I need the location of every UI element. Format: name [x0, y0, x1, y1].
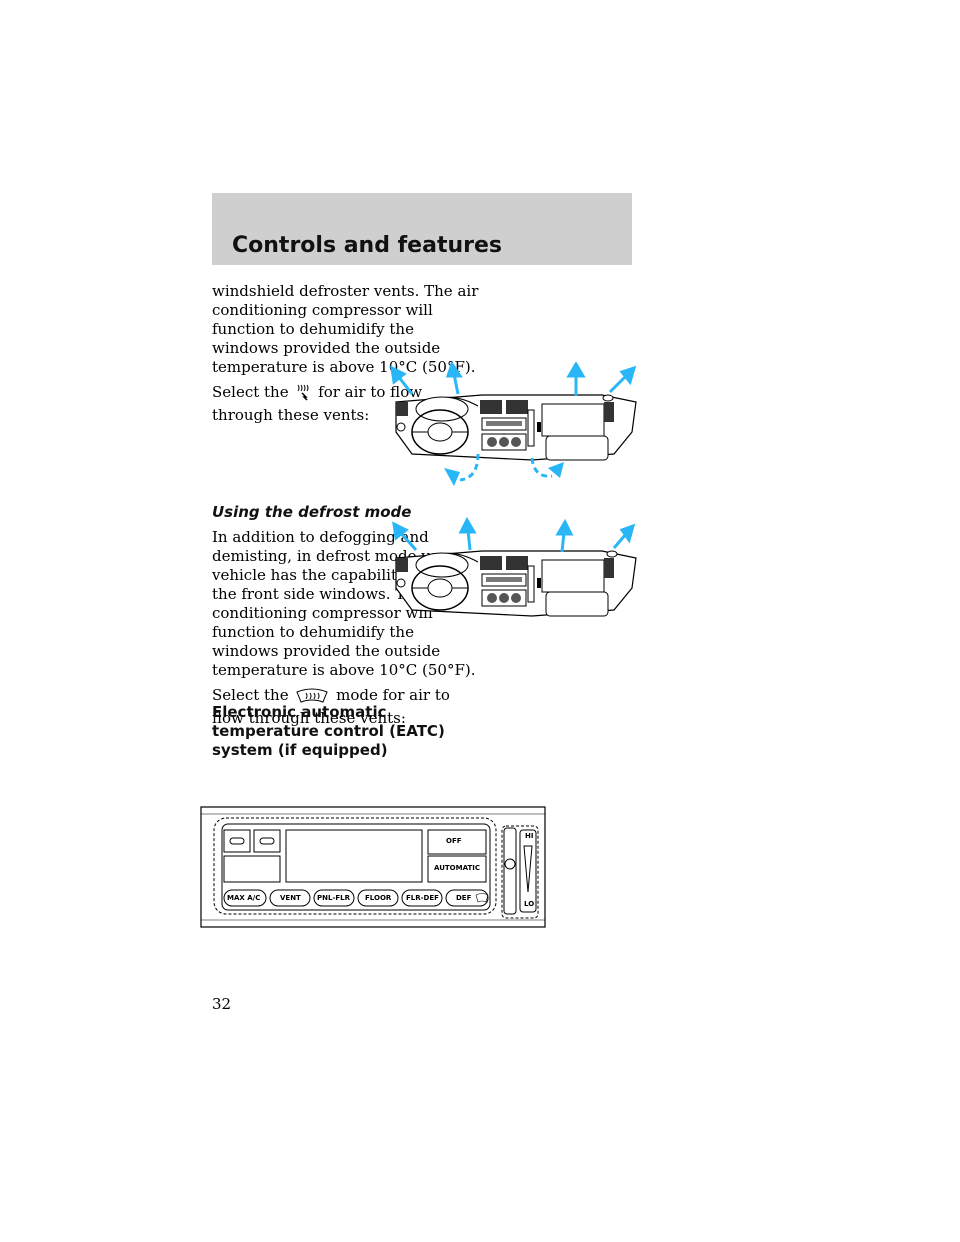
- eatc-control-panel-figure: OFF AUTOMATIC HI LO MAX A/C VENT PNL-FLR…: [200, 806, 546, 934]
- automatic-button: AUTOMATIC: [434, 864, 480, 872]
- text-line: windshield defroster vents. The air: [212, 282, 479, 300]
- text-line: flow through these vents:: [212, 709, 406, 727]
- floor-defrost-mode-icon: [295, 383, 311, 406]
- text-line: temperature is above 10°C (50°F).: [212, 661, 476, 679]
- text-fragment: mode for air to: [336, 686, 450, 704]
- eatc-heading: Electronic automatic temperature control…: [212, 703, 445, 760]
- text-line: In addition to defogging and: [212, 528, 429, 546]
- page-number: 32: [212, 995, 232, 1013]
- off-button: OFF: [446, 837, 462, 845]
- lo-label: LO: [524, 900, 535, 908]
- text-line: through these vents:: [212, 406, 370, 424]
- defrost-paragraph: In addition to defogging and demisting, …: [212, 528, 481, 680]
- pnl-flr-button: PNL-FLR: [317, 894, 350, 902]
- text-fragment: for air to flow: [318, 383, 423, 401]
- select-mode-paragraph: Select the for air to flow through these…: [212, 383, 422, 425]
- text-line: windows provided the outside: [212, 642, 441, 660]
- text-line: windows provided the outside: [212, 339, 441, 357]
- text-line: function to dehumidify the: [212, 320, 414, 338]
- section-title: Controls and features: [232, 233, 502, 258]
- text-fragment: Select the: [212, 686, 289, 704]
- text-line: the front side windows. The air: [212, 585, 450, 603]
- flr-def-button: FLR-DEF: [406, 894, 439, 902]
- defrost-select-paragraph: Select the mode for air to flow through …: [212, 686, 450, 728]
- hi-label: HI: [525, 832, 534, 840]
- text-fragment: Select the: [212, 383, 289, 401]
- dashboard-floor-defrost-figure: [382, 360, 646, 496]
- intro-paragraph: windshield defroster vents. The air cond…: [212, 282, 478, 377]
- windshield-defrost-icon: [295, 688, 329, 709]
- text-line: function to dehumidify the: [212, 623, 414, 641]
- text-line: Electronic automatic: [212, 703, 387, 721]
- section-header-band: Controls and features: [212, 193, 632, 265]
- text-line: temperature is above 10°C (50°F).: [212, 358, 476, 376]
- text-line: demisting, in defrost mode your: [212, 547, 456, 565]
- text-line: temperature control (EATC): [212, 722, 445, 740]
- dashboard-defrost-figure: [382, 516, 646, 644]
- defrost-mode-heading: Using the defrost mode: [212, 503, 412, 521]
- text-line: system (if equipped): [212, 741, 388, 759]
- floor-button: FLOOR: [365, 894, 392, 902]
- text-line: conditioning compressor will: [212, 604, 433, 622]
- text-line: conditioning compressor will: [212, 301, 433, 319]
- def-button: DEF: [456, 894, 472, 902]
- max-ac-button: MAX A/C: [227, 894, 261, 902]
- vent-button: VENT: [280, 894, 301, 902]
